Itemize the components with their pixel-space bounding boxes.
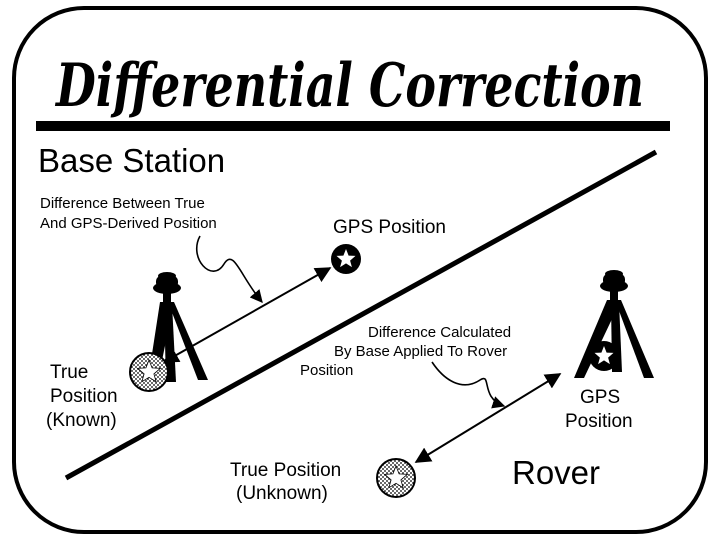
base-true-line-2: Position <box>50 386 118 407</box>
rover-difference-line-2: By Base Applied To Rover <box>334 343 507 360</box>
diagonal-divider <box>64 149 658 481</box>
rover-true-line-1: True Position <box>230 460 341 481</box>
base-difference-line-2: And GPS-Derived Position <box>40 215 217 232</box>
base-difference-line-1: Difference Between True <box>40 195 205 212</box>
rover-true-position-label: True Position (Unknown) <box>230 460 347 504</box>
rover-gps-line-2: Position <box>565 411 633 432</box>
diagram-frame <box>12 6 708 534</box>
base-station-heading: Base Station <box>38 142 225 179</box>
diagram-title: Differential Correction <box>54 51 644 121</box>
rover-gps-position-star-icon <box>589 341 619 371</box>
rover-heading: Rover <box>512 454 600 491</box>
base-difference-label: Difference Between True And GPS-Derived … <box>40 195 217 232</box>
rover-difference-pointer <box>431 361 506 409</box>
base-true-line-3: (Known) <box>46 410 117 431</box>
rover-difference-line-3: Position <box>300 362 353 379</box>
rover-difference-label: Difference Calculated By Base Applied To… <box>300 324 515 379</box>
base-difference-pointer <box>195 235 263 303</box>
rover-true-line-2: (Unknown) <box>236 483 328 504</box>
base-true-position-star-icon <box>129 352 169 392</box>
rover-tripod-antenna-icon <box>574 270 654 378</box>
base-true-position-label: True Position (Known) <box>46 362 123 431</box>
base-true-line-1: True <box>50 362 88 383</box>
base-gps-position-star-icon <box>331 244 361 274</box>
rover-difference-line-1: Difference Calculated <box>368 324 511 341</box>
rover-true-position-star-icon <box>376 458 416 498</box>
title-underline <box>36 121 670 131</box>
rover-gps-line-1: GPS <box>580 387 620 408</box>
rover-gps-position-label: GPS Position <box>565 387 633 432</box>
base-gps-position-label: GPS Position <box>333 217 446 238</box>
rover-difference-arrow <box>414 373 562 463</box>
